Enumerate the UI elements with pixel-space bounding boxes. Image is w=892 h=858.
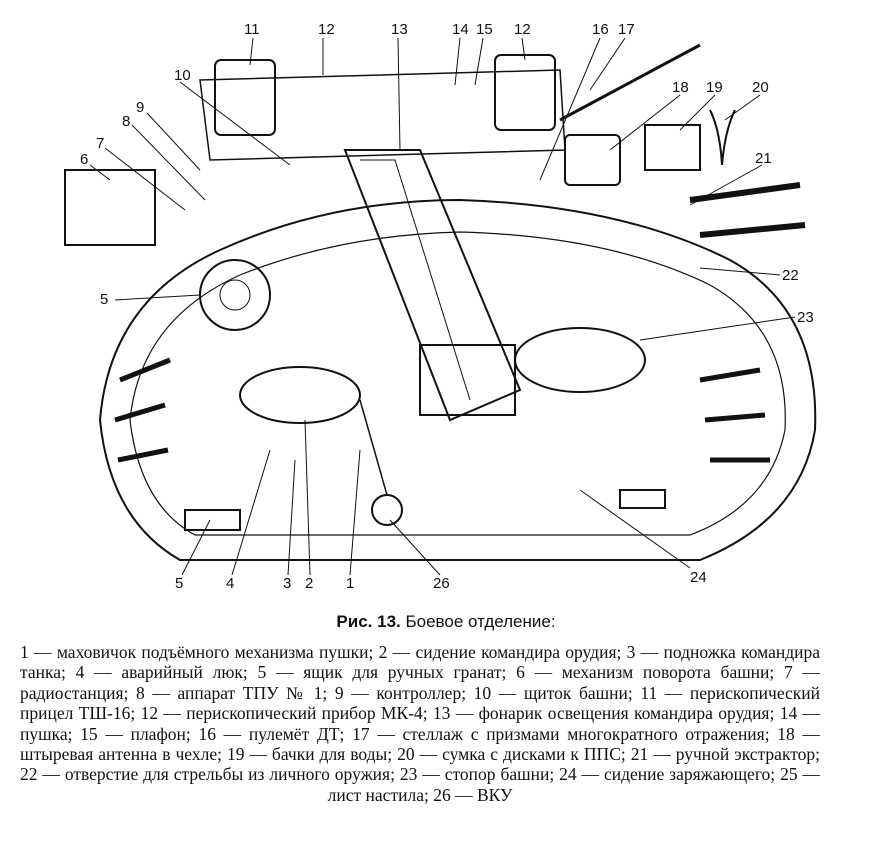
hull-ring	[98, 198, 817, 561]
callout-21: 20	[752, 79, 769, 96]
periscope-right	[494, 54, 556, 131]
water-tanks	[564, 134, 621, 186]
callout-12b: 12	[514, 21, 531, 38]
legend-entry: 7 — радиостанция;	[20, 662, 820, 703]
legend-entry: 25 — лист настила;	[327, 764, 821, 805]
legend-entry: 26 — ВКУ	[433, 784, 513, 805]
legend-entry: 19 — бачки для воды;	[226, 744, 393, 765]
legend-entry: 18 — штыревая антенна в чехле;	[20, 723, 820, 765]
ammo-rack-right	[699, 367, 770, 463]
legend-entry: 12 — перископический прибор МК-4;	[140, 703, 428, 724]
gun-box	[419, 344, 516, 416]
legend-entry: 8 — аппарат ТПУ № 1;	[136, 682, 328, 703]
callout-15: 14	[452, 21, 469, 38]
callout-1: 1	[346, 575, 354, 592]
caption-label: Рис. 13.	[336, 612, 401, 631]
roof-plate	[199, 69, 566, 161]
figure-legend: 1 — маховичок подъёмного механизма пушки…	[20, 642, 820, 805]
callout-14: 13	[391, 21, 408, 38]
gunner-seat	[239, 366, 361, 424]
callout-numbers: 11 12 13 14 15 12 16 17 10 18 19 20 9 8 …	[80, 21, 814, 592]
legend-entry: 15 — плафон;	[80, 723, 191, 744]
callout-23: 22	[782, 267, 799, 284]
callout-22: 21	[755, 150, 772, 167]
legend-entry: 20 — сумка с дисками к ППС;	[397, 744, 626, 765]
legend-entry: 17 — стеллаж с призмами многократного от…	[352, 723, 770, 744]
legend-entry: 10 — щиток башни;	[473, 682, 633, 703]
floor-plate	[619, 489, 666, 509]
drawing-svg: 11 12 13 14 15 12 16 17 10 18 19 20 9 8 …	[64, 21, 817, 592]
turret-interior-drawing: 11 12 13 14 15 12 16 17 10 18 19 20 9 8 …	[64, 21, 817, 592]
callout-3: 3	[283, 575, 291, 592]
callout-13: 12	[318, 21, 335, 38]
shells-rack	[689, 182, 806, 238]
legend-entry: 9 — контроллер;	[334, 682, 467, 703]
gun-guard	[360, 159, 471, 401]
floor-outline	[129, 231, 786, 536]
callout-16: 15	[476, 21, 493, 38]
handwheel-shaft	[359, 399, 388, 496]
legend-entry: 13 — фонарик освещения командира орудия;	[432, 703, 775, 724]
callout-9: 8	[122, 113, 130, 130]
legend-entry: 21 — ручной экстрактор;	[630, 744, 820, 765]
legend-entry: 2 — сидение командира орудия;	[378, 642, 622, 662]
legend-entry: 16 — пулемёт ДТ;	[198, 723, 345, 744]
callout-4: 4	[226, 575, 234, 592]
radio-station	[64, 169, 156, 246]
legend-entry: 4 — аварийный люк;	[75, 662, 248, 683]
gun-breech	[343, 149, 522, 422]
callout-12a: 11	[244, 21, 260, 38]
traverse-hub	[219, 279, 251, 311]
legend-entry: 14 — пушка;	[20, 703, 821, 744]
callout-6: 5	[100, 291, 108, 308]
antenna	[559, 43, 701, 122]
callout-5: 5	[175, 575, 183, 592]
legend-entry: 1 — маховичок подъёмного механизма пушки…	[20, 642, 374, 662]
grenade-box	[184, 509, 241, 531]
callout-26: 26	[433, 575, 450, 592]
callout-18: 17	[618, 21, 635, 38]
callout-8: 7	[96, 135, 104, 152]
callout-10: 9	[136, 99, 144, 116]
legend-entry: 5 — ящик для ручных гранат;	[257, 662, 507, 683]
periscope-left	[214, 59, 276, 136]
legend-entry: 3 — подножка командира танка;	[20, 642, 821, 683]
callout-20: 19	[706, 79, 723, 96]
legend-entry: 23 — стопор башни;	[399, 764, 555, 785]
traverse-mechanism	[199, 259, 271, 331]
callout-7: 6	[80, 151, 88, 168]
legend-entry: 11 — перископический прицел ТШ-16;	[20, 682, 821, 724]
legend-entry: 6 — механизм поворота башни;	[516, 662, 775, 683]
figure-caption: Рис. 13. Боевое отделение:	[0, 612, 892, 632]
legend-entry: 24 — сидение заряжающего;	[559, 764, 776, 785]
callout-24: 23	[797, 309, 814, 326]
callout-19: 18	[672, 79, 689, 96]
callout-2: 2	[305, 575, 313, 592]
legend-entry: 22 — отверстие для стрельбы из личного о…	[20, 764, 395, 785]
leader-lines	[89, 37, 796, 576]
callout-11: 10	[174, 67, 191, 84]
loader-seat	[514, 327, 646, 393]
extractor	[709, 109, 736, 166]
callout-17: 16	[592, 21, 609, 38]
callout-25: 24	[690, 569, 707, 586]
magazine-bag	[644, 124, 701, 171]
caption-text: Боевое отделение:	[400, 612, 556, 631]
ammo-rack-left	[114, 357, 171, 463]
elevation-handwheel	[371, 494, 403, 526]
